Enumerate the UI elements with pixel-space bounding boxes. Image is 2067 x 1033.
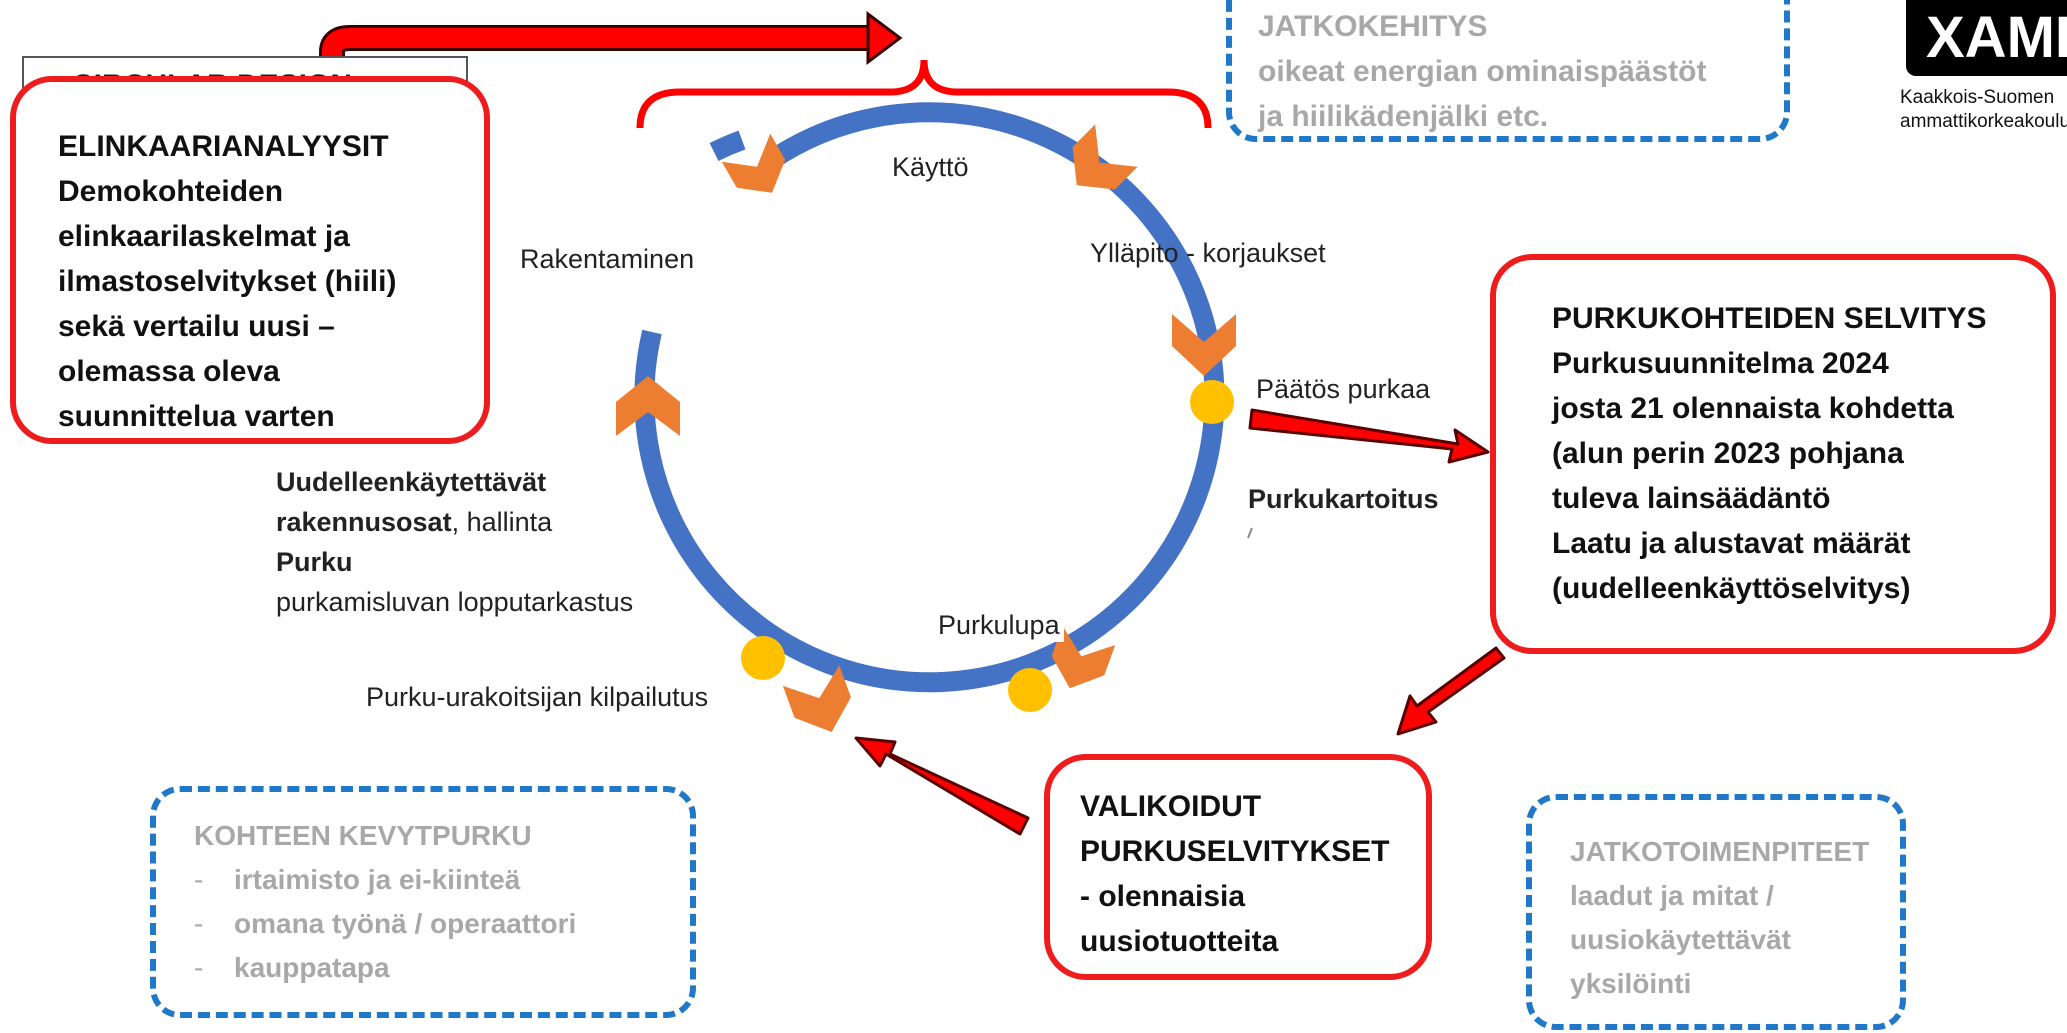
elinkaari-title: ELINKAARIANALYYSIT: [58, 130, 389, 163]
chevron-yllapito: [1172, 314, 1236, 376]
purkukohteiden-title: PURKUKOHTEIDEN SELVITYS: [1552, 302, 1987, 335]
valikoidut-line-2: PURKUSELVITYKSET: [1080, 835, 1390, 868]
reuse-line-2: rakennusosat, hallinta: [276, 502, 633, 542]
elinkaari-line-1: Demokohteiden: [58, 175, 284, 208]
cycle-ring-stub: [709, 130, 746, 162]
elinkaari-line-5: olemassa oleva: [58, 355, 280, 388]
kevytpurku-item-3-text: kauppatapa: [234, 952, 390, 983]
jatkotoimenpiteet-line-1: laadut ja mitat /: [1570, 880, 1774, 911]
purkukohteiden-line-6: (uudelleenkäyttöselvitys): [1552, 572, 1911, 605]
reuse-line-2-bold: rakennusosat: [276, 507, 452, 537]
valikoidut-line-3: - olennaisia: [1080, 880, 1246, 913]
stage-kilpailutus: Purku-urakoitsijan kilpailutus: [366, 682, 709, 712]
purkukohteiden-box: PURKUKOHTEIDEN SELVITYS Purkusuunnitelma…: [1490, 254, 2056, 654]
milestone-kilpailutus: [741, 636, 785, 680]
stage-yllapito: Ylläpito - korjaukset: [1090, 238, 1326, 268]
cycle-ring: [634, 102, 1225, 693]
cycle-bracket: [636, 59, 1212, 129]
jatkokehitys-title: JATKOKEHITYS: [1258, 10, 1488, 43]
jatkokehitys-box: JATKOKEHITYS oikeat energian ominaispääs…: [1226, 0, 1790, 142]
xamk-logo-text: Kaakkois-Suomen ammattikorkeakoulu: [1900, 86, 2067, 134]
valikoidut-line-4: uusiotuotteita: [1080, 925, 1279, 958]
purkukohteiden-line-5: Laatu ja alustavat määrät: [1552, 527, 1911, 560]
jatkotoimenpiteet-box: JATKOTOIMENPITEET laadut ja mitat / uusi…: [1526, 794, 1906, 1030]
elinkaari-box: ELINKAARIANALYYSIT Demokohteiden elinkaa…: [10, 76, 490, 444]
stray-mark: [1247, 527, 1253, 539]
chevron-rakentaminen-top: [721, 133, 786, 193]
stage-rakentaminen: Rakentaminen: [520, 244, 695, 274]
milestone-paatos: [1190, 380, 1234, 424]
reuse-text-block: Uudelleenkäytettävät rakennusosat, halli…: [276, 462, 633, 622]
elinkaari-line-4: sekä vertailu uusi –: [58, 310, 335, 343]
purkukohteiden-line-4: tuleva lainsäädäntö: [1552, 482, 1831, 515]
jatkokehitys-line-1: oikeat energian ominaispäästöt: [1258, 55, 1707, 88]
arrow-to-valikoidut: [1396, 646, 1506, 736]
chevron-kaytto: [1072, 124, 1138, 190]
chevron-purkulupa: [1051, 625, 1116, 689]
kevytpurku-title: KOHTEEN KEVYTPURKU: [194, 820, 532, 851]
arrow-to-cycle: [854, 736, 1030, 836]
elinkaari-line-6: suunnittelua varten: [58, 400, 335, 433]
chevron-rakentaminen-left: [616, 376, 680, 436]
purkukohteiden-line-2: josta 21 olennaista kohdetta: [1552, 392, 1954, 425]
valikoidut-box: VALIKOIDUT PURKUSELVITYKSET - olennaisia…: [1044, 754, 1432, 980]
stage-paatos: Päätös purkaa: [1256, 374, 1431, 404]
valikoidut-line-1: VALIKOIDUT: [1080, 790, 1262, 823]
logo-line-1: Kaakkois-Suomen: [1900, 87, 2055, 108]
kevytpurku-item-1-text: irtaimisto ja ei-kiinteä: [234, 864, 521, 895]
stage-purkulupa: Purkulupa: [934, 608, 1064, 642]
reuse-line-1: Uudelleenkäytettävät: [276, 467, 547, 497]
kevytpurku-item-1: -irtaimisto ja ei-kiinteä: [194, 858, 690, 902]
reuse-line-4: purkamisluvan lopputarkastus: [276, 587, 634, 617]
milestone-purkulupa: [1008, 668, 1052, 712]
stage-purkukartoitus: Purkukartoitus: [1248, 484, 1439, 514]
chevron-kilpailutus: [782, 665, 851, 732]
kevytpurku-dash-3: -: [194, 952, 204, 983]
reuse-line-2-rest: , hallinta: [451, 507, 553, 537]
purkukohteiden-line-1: Purkusuunnitelma 2024: [1552, 347, 1889, 380]
jatkotoimenpiteet-line-2: uusiokäytettävät: [1570, 924, 1791, 955]
kevytpurku-item-2-text: omana työnä / operaattori: [234, 908, 577, 939]
kevytpurku-dash-2: -: [194, 908, 204, 939]
logo-line-2: ammattikorkeakoulu: [1900, 111, 2067, 132]
jatkokehitys-line-2: ja hiilikädenjälki etc.: [1258, 100, 1549, 133]
kevytpurku-item-2: -omana työnä / operaattori: [194, 902, 690, 946]
kevytpurku-item-3: -kauppatapa: [194, 946, 690, 990]
reuse-line-3: Purku: [276, 547, 353, 577]
stage-kaytto: Käyttö: [892, 152, 969, 182]
jatkotoimenpiteet-line-3: yksilöinti: [1570, 968, 1692, 999]
elinkaari-line-3: ilmastoselvitykset (hiili): [58, 265, 397, 298]
kevytpurku-dash-1: -: [194, 864, 204, 895]
kevytpurku-box: KOHTEEN KEVYTPURKU -irtaimisto ja ei-kii…: [150, 786, 696, 1018]
arrow-to-jatkokehitys: [319, 11, 903, 88]
elinkaari-line-2: elinkaarilaskelmat ja: [58, 220, 350, 253]
jatkotoimenpiteet-title: JATKOTOIMENPITEET: [1570, 836, 1870, 867]
arrow-to-purkukohteiden: [1248, 408, 1490, 464]
purkukohteiden-line-3: (alun perin 2023 pohjana: [1552, 437, 1904, 470]
